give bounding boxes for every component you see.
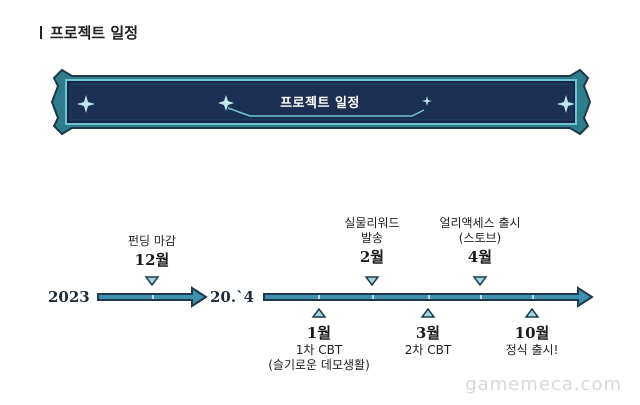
heading-bar [40,26,42,39]
event-month: 10월 [514,324,550,342]
event-label: 2차 CBT [404,343,452,357]
event-label: 펀딩 마감 [128,234,176,248]
year-start: 2023 [48,288,90,306]
event-label: 정식 출시! [505,343,559,357]
event-label: 실물리워드 발송 [344,216,400,245]
event-early-access: 얼리액세스 출시 (스토브) 4월 [410,216,550,267]
event-funding-end: 펀딩 마감 12월 [82,234,222,270]
event-month: 3월 [415,324,441,342]
bottom-markers [311,307,540,318]
sparkle-icons [77,95,575,113]
event-month: 12월 [134,251,170,269]
event-cbt-2: 3월 2차 CBT [358,322,498,358]
banner-title: 프로젝트 일정 [280,96,360,111]
year-mid: 20.`4 [210,288,255,306]
section-heading: 프로젝트 일정 [40,22,138,43]
event-month: 1월 [306,324,332,342]
section-title-text: 프로젝트 일정 [50,24,139,42]
event-label: 1차 CBT (슬기로운 데모생활) [268,343,370,372]
watermark: gamemeca.com [465,374,622,395]
event-month: 2월 [359,248,385,266]
event-official-launch: 10월 정식 출시! [462,322,602,358]
event-cbt-1: 1월 1차 CBT (슬기로운 데모생활) [249,322,389,373]
event-label: 얼리액세스 출시 (스토브) [439,216,521,245]
timeline-arrows [97,286,594,308]
top-markers [144,276,488,287]
banner [50,68,592,136]
event-month: 4월 [467,248,493,266]
event-reward-shipping: 실물리워드 발송 2월 [302,216,442,267]
